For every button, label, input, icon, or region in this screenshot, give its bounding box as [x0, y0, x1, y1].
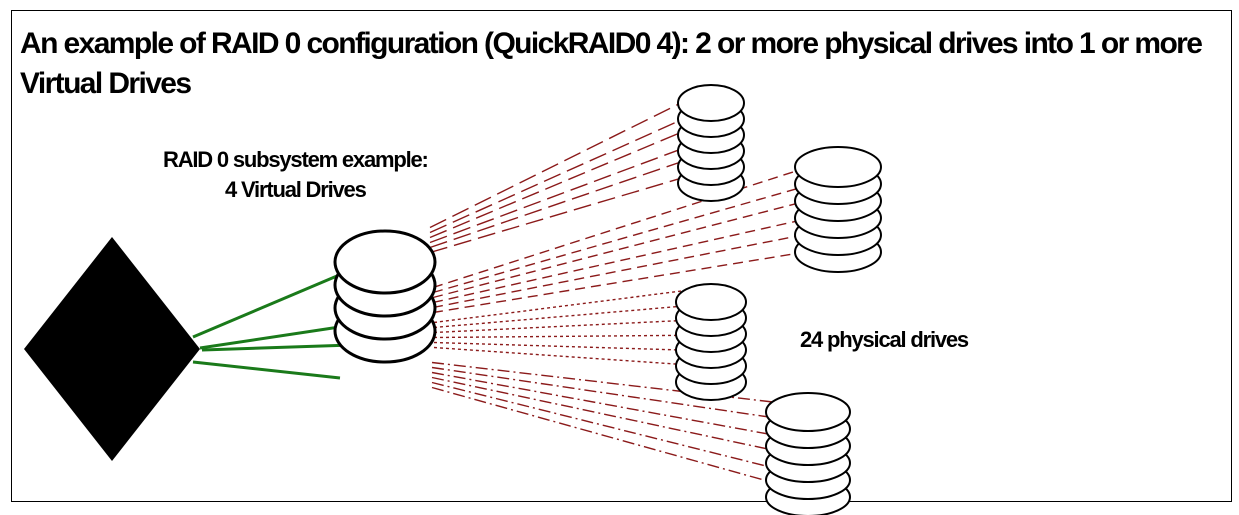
virtual-drive-disk	[333, 229, 437, 295]
drive-link-line	[429, 102, 720, 234]
diagram-title: An example of RAID 0 configuration (Quic…	[20, 27, 1203, 100]
drive-link-line	[429, 86, 714, 229]
drive-link-line	[431, 376, 797, 456]
host-controller-diamond	[24, 237, 200, 461]
drive-link-line	[432, 231, 819, 309]
host-link-line	[201, 343, 353, 352]
drive-link-line	[433, 341, 714, 352]
drive-link-line	[431, 386, 797, 490]
physical-drive-disk	[677, 84, 745, 122]
subsystem-label: RAID 0 subsystem example: 4 Virtual Driv…	[163, 145, 429, 205]
physical-drive-stack	[677, 84, 745, 202]
host-link-line	[192, 360, 341, 380]
drive-link-line	[429, 166, 720, 254]
drive-link-line	[433, 318, 714, 334]
subsystem-label-line2: 4 Virtual Drives	[225, 177, 367, 202]
drive-link-line	[433, 286, 714, 324]
drive-link-line	[429, 150, 714, 249]
virtual-drives-stack	[333, 229, 437, 364]
physical-drive-stack	[675, 283, 747, 401]
links-layer	[429, 86, 825, 490]
diagram-frame	[11, 10, 1232, 502]
drive-link-line	[431, 366, 797, 422]
drive-link-line	[432, 248, 825, 314]
drive-link-line	[429, 134, 720, 244]
physical-drive-disk	[794, 146, 882, 188]
physical-drive-stack	[794, 146, 882, 273]
physical-drives-group	[675, 84, 882, 515]
drive-link-line	[431, 381, 791, 473]
drive-link-line	[432, 214, 825, 304]
physical-drive-disk	[765, 392, 851, 432]
subsystem-label-line1: RAID 0 subsystem example:	[163, 147, 429, 172]
physical-drives-label: 24 physical drives	[800, 327, 969, 352]
drive-link-line	[429, 118, 714, 239]
drive-link-line	[432, 163, 819, 289]
drive-link-line	[432, 180, 825, 294]
drive-link-line	[431, 371, 791, 439]
drive-link-line	[432, 197, 819, 299]
drive-link-line	[431, 361, 791, 405]
physical-drive-disk	[675, 283, 747, 321]
physical-drive-stack	[765, 392, 851, 515]
